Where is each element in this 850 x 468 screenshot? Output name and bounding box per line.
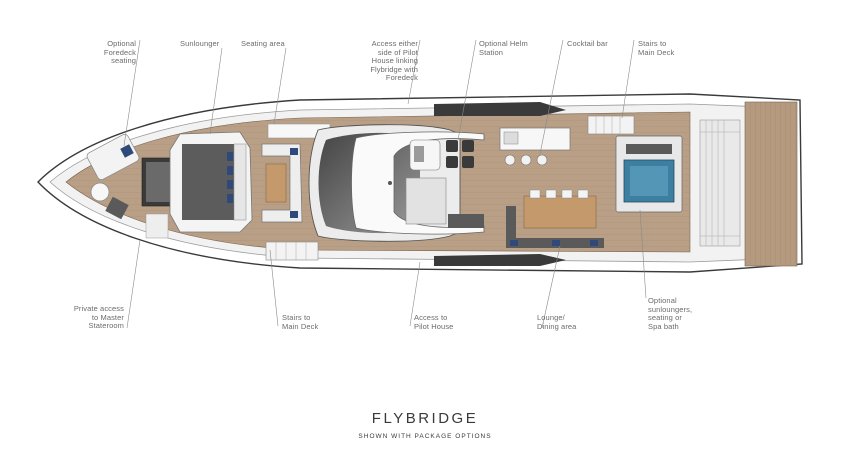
helm-screen [414, 146, 424, 162]
aft-platform [744, 101, 798, 267]
seating-area-bench [261, 143, 303, 223]
label-sunlounger: Sunlounger [180, 39, 220, 48]
label-stairs-to-main-deck-top: Stairs to Main Deck [638, 39, 675, 57]
stairs-top [587, 115, 635, 135]
gangway-panel-top [434, 102, 566, 116]
foredeck-cushion [120, 144, 134, 158]
page-title: FLYBRIDGE [371, 410, 479, 427]
seating-cushions [290, 148, 298, 218]
cocktail-bar-stools [504, 154, 548, 166]
cocktail-bar-sink [503, 131, 519, 145]
lounge-cushions [510, 240, 598, 246]
private-access-steps [145, 213, 169, 239]
helm-bench-seat [448, 214, 484, 228]
gangway-panel-bottom [434, 254, 566, 266]
leader-lines [123, 39, 647, 329]
label-access-to-pilot-house: Access to Pilot House [414, 313, 454, 331]
seating-table [265, 163, 287, 203]
label-lounge-dining-area: Lounge/ Dining area [537, 313, 577, 331]
label-optional-sunloungers: Optional sunloungers, seating or Spa bat… [648, 296, 693, 331]
foredeck-sunpad [86, 134, 140, 180]
pilot-house-marker [388, 181, 392, 185]
label-stairs-to-main-deck-bottom: Stairs to Main Deck [282, 313, 319, 331]
bow-table [90, 182, 110, 202]
label-optional-foredeck-seating: Optional Foredeck seating [103, 39, 136, 66]
bow-hatch-inner [146, 162, 174, 202]
helm-seats [446, 140, 474, 168]
pilot-house-roof [351, 131, 485, 235]
stairs-top-steps [595, 116, 621, 134]
aft-stairs [699, 119, 741, 247]
label-seating-area: Seating area [241, 39, 285, 48]
helm-bench [405, 177, 447, 225]
bow-seat [105, 196, 129, 220]
aft-stair-steps [700, 120, 740, 246]
dining-table [523, 195, 597, 229]
spa-pillows [626, 144, 672, 154]
dining-chairs [529, 189, 589, 199]
page-subtitle: SHOWN WITH PACKAGE OPTIONS [358, 433, 492, 440]
label-private-access: Private access to Master Stateroom [73, 304, 124, 331]
sunlounger-pillows [227, 152, 233, 203]
sunlounger-backrest [233, 143, 247, 221]
label-cocktail-bar: Cocktail bar [567, 39, 608, 48]
stairs-bottom-steps [275, 242, 307, 260]
label-optional-helm-station: Optional Helm Station [479, 39, 528, 57]
stairs-bottom [265, 241, 319, 261]
spa-water-highlight [630, 166, 668, 196]
label-access-either-side: Access either side of Pilot House linkin… [370, 39, 418, 83]
sunlounger-pad [182, 144, 234, 220]
